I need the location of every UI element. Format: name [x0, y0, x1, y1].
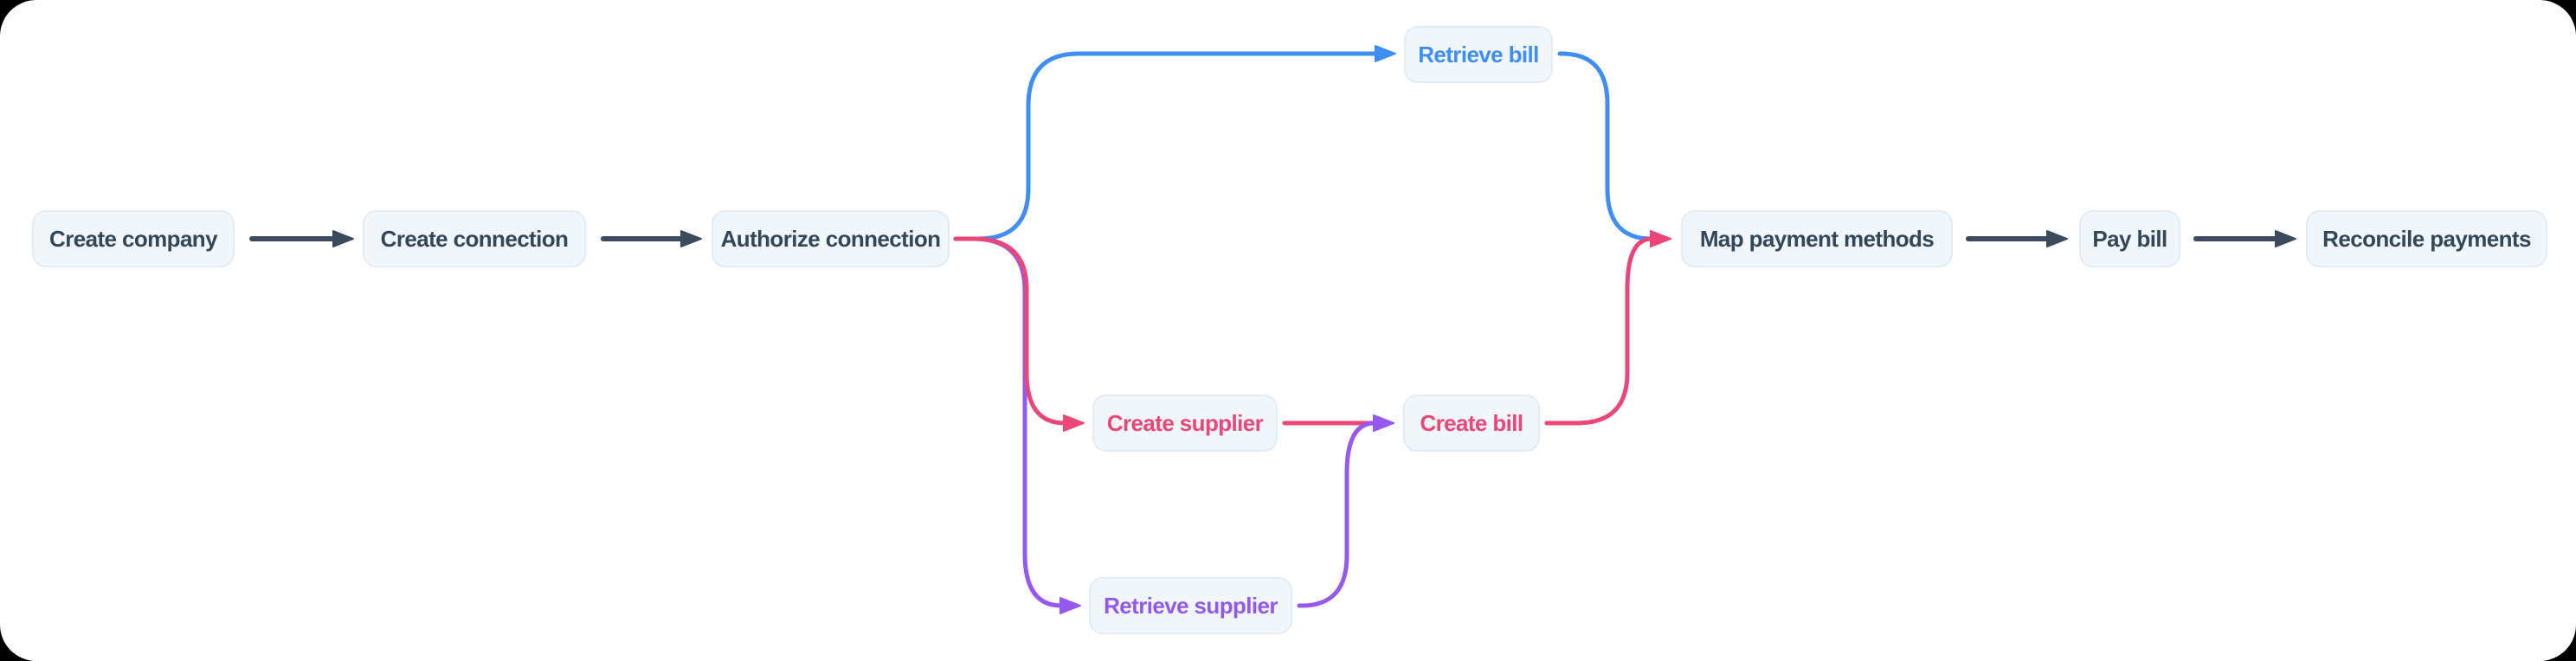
node-create-connection: Create connection [363, 210, 586, 267]
node-reconcile-payments-label: Reconcile payments [2322, 225, 2531, 252]
node-pay-bill-label: Pay bill [2092, 225, 2167, 252]
node-create-supplier-label: Create supplier [1106, 409, 1264, 436]
node-authorize-connection-label: Authorize connection [720, 225, 941, 252]
node-map-payment-methods: Map payment methods [1681, 210, 1953, 267]
edge-retrieve-bill-to-map-payment-methods [1557, 51, 1671, 247]
node-create-connection-label: Create connection [380, 225, 569, 252]
node-pay-bill: Pay bill [2079, 210, 2180, 267]
node-map-payment-methods-label: Map payment methods [1699, 225, 1935, 252]
node-retrieve-bill-label: Retrieve bill [1418, 41, 1539, 67]
edge-authorize-to-retrieve-supplier [953, 236, 1081, 614]
node-retrieve-supplier: Retrieve supplier [1089, 577, 1292, 634]
edge-authorize-to-create-supplier [953, 236, 1085, 432]
edge-create-bill-to-map-payment-methods [1544, 230, 1671, 426]
node-create-company: Create company [32, 210, 235, 267]
node-create-bill: Create bill [1403, 395, 1540, 452]
node-retrieve-bill: Retrieve bill [1404, 26, 1553, 83]
edge-retrieve-supplier-to-create-bill [1297, 414, 1394, 608]
edge-authorize-to-retrieve-bill [953, 45, 1396, 241]
node-retrieve-supplier-label: Retrieve supplier [1104, 592, 1278, 619]
node-reconcile-payments: Reconcile payments [2306, 210, 2547, 267]
node-authorize-connection: Authorize connection [712, 210, 950, 267]
node-create-supplier: Create supplier [1092, 395, 1278, 452]
node-create-company-label: Create company [49, 225, 218, 252]
node-create-bill-label: Create bill [1420, 409, 1523, 436]
